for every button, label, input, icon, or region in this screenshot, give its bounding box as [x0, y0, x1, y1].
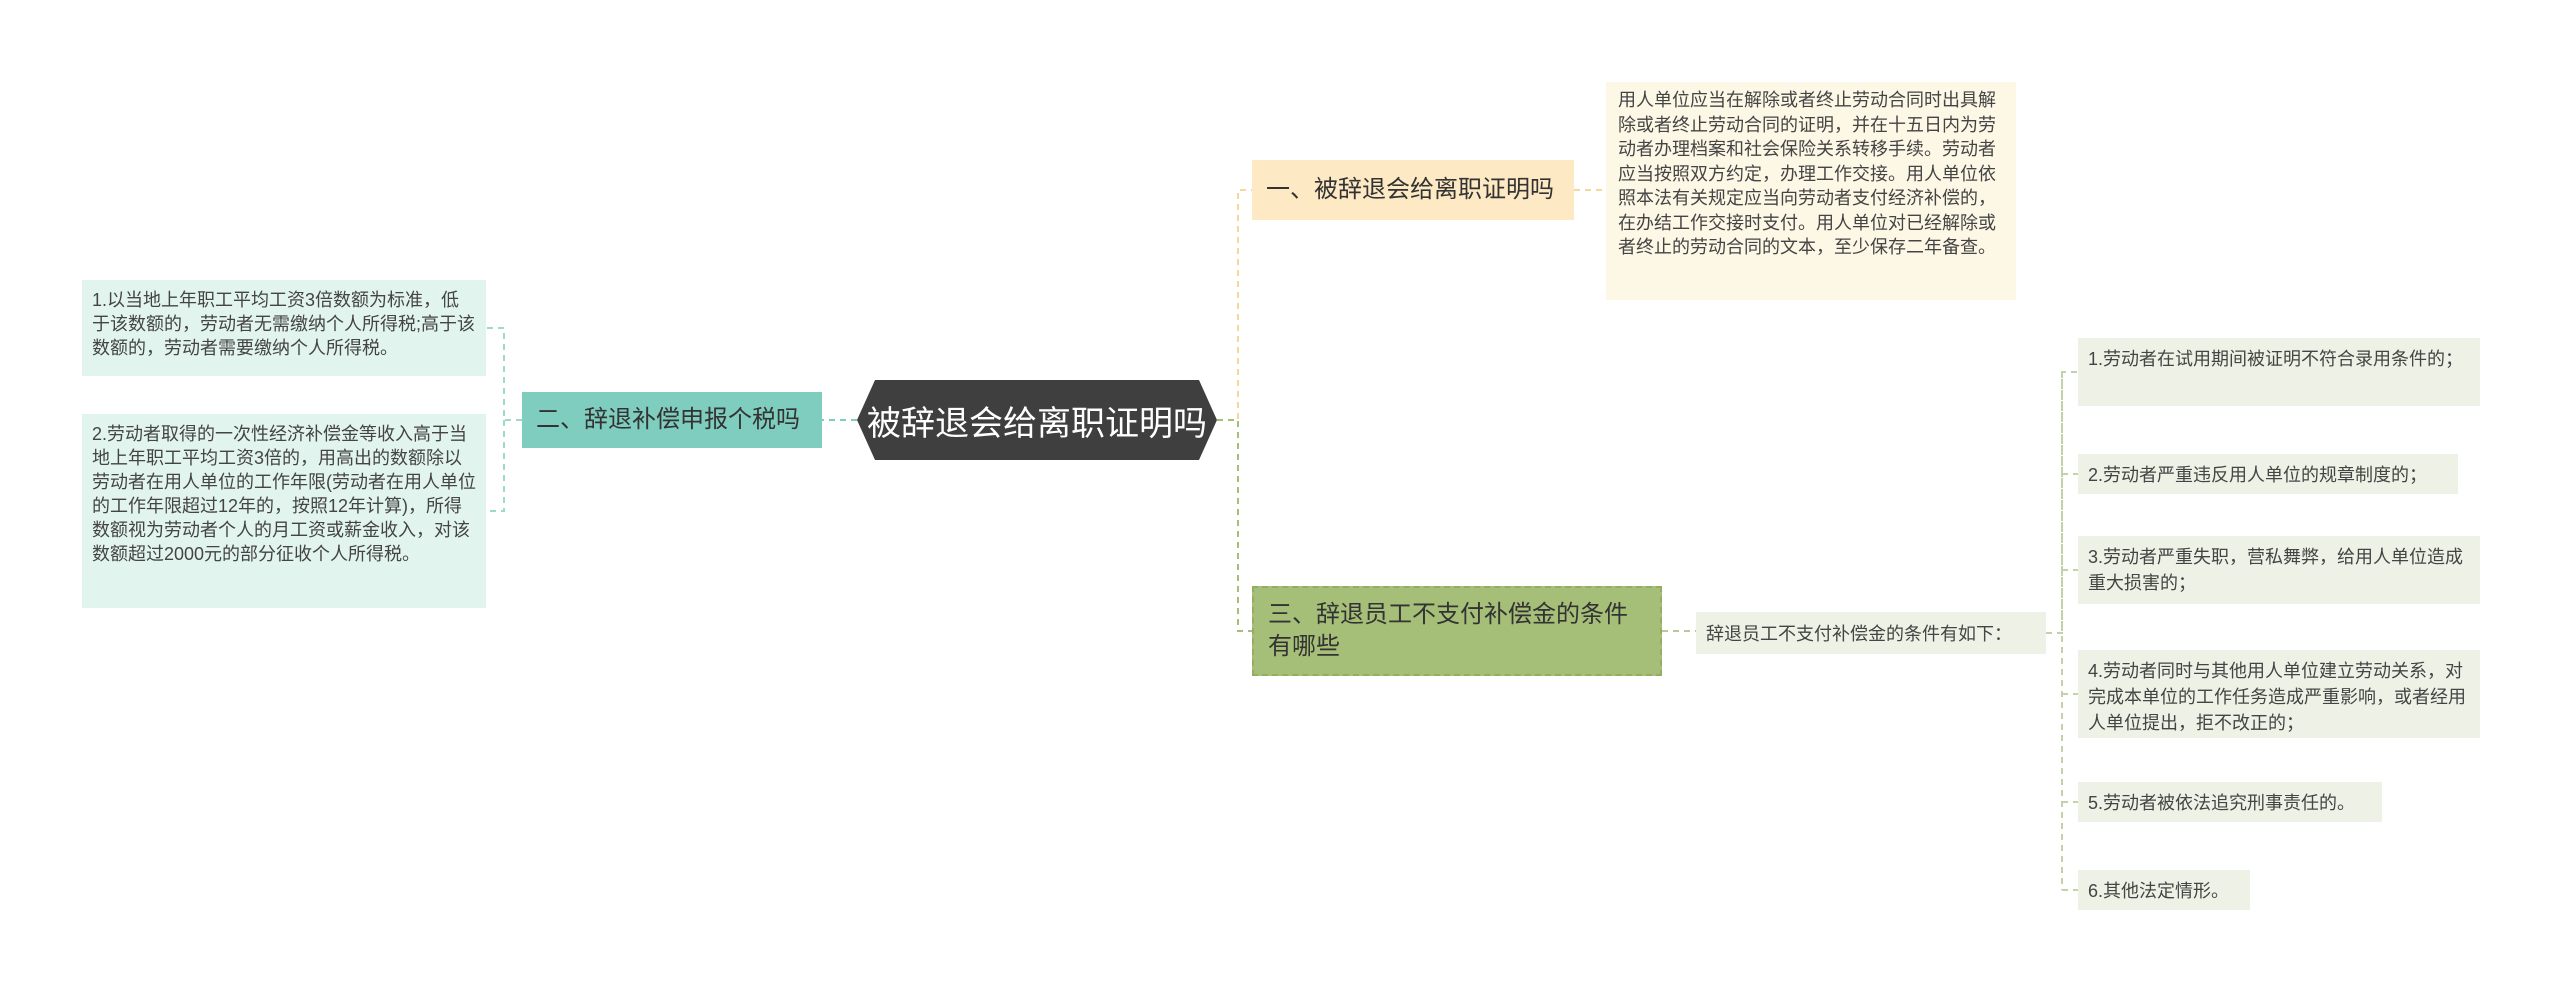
- condition-item-1[interactable]: 1.劳动者在试用期间被证明不符合录用条件的；: [2078, 338, 2480, 406]
- condition-item-5[interactable]: 5.劳动者被依法追究刑事责任的。: [2078, 782, 2382, 822]
- branch-topic-2[interactable]: 二、辞退补偿申报个税吗: [522, 392, 822, 448]
- condition-item-2[interactable]: 2.劳动者严重违反用人单位的规章制度的；: [2078, 454, 2458, 494]
- branch2-item-2[interactable]: 2.劳动者取得的一次性经济补偿金等收入高于当地上年职工平均工资3倍的，用高出的数…: [82, 414, 486, 608]
- link-root-branch1: [1217, 189, 1252, 421]
- branch3-intro[interactable]: 辞退员工不支付补偿金的条件有如下：: [1696, 612, 2046, 654]
- link-root-branch3: [1217, 419, 1252, 632]
- link-branch2-leaves: [486, 327, 522, 512]
- condition-item-4[interactable]: 4.劳动者同时与其他用人单位建立劳动关系，对完成本单位的工作任务造成严重影响，或…: [2078, 650, 2480, 738]
- branch2-item-1[interactable]: 1.以当地上年职工平均工资3倍数额为标准，低于该数额的，劳动者无需缴纳个人所得税…: [82, 280, 486, 376]
- branch1-detail-text[interactable]: 用人单位应当在解除或者终止劳动合同时出具解除或者终止劳动合同的证明，并在十五日内…: [1606, 82, 2016, 300]
- link-intro-conditions: [2046, 371, 2078, 891]
- root-topic[interactable]: 被辞退会给离职证明吗: [857, 380, 1217, 460]
- branch-topic-1[interactable]: 一、被辞退会给离职证明吗: [1252, 160, 1574, 220]
- condition-item-3[interactable]: 3.劳动者严重失职，营私舞弊，给用人单位造成重大损害的；: [2078, 536, 2480, 604]
- condition-item-6[interactable]: 6.其他法定情形。: [2078, 870, 2250, 910]
- branch-topic-3[interactable]: 三、辞退员工不支付补偿金的条件有哪些: [1252, 586, 1662, 676]
